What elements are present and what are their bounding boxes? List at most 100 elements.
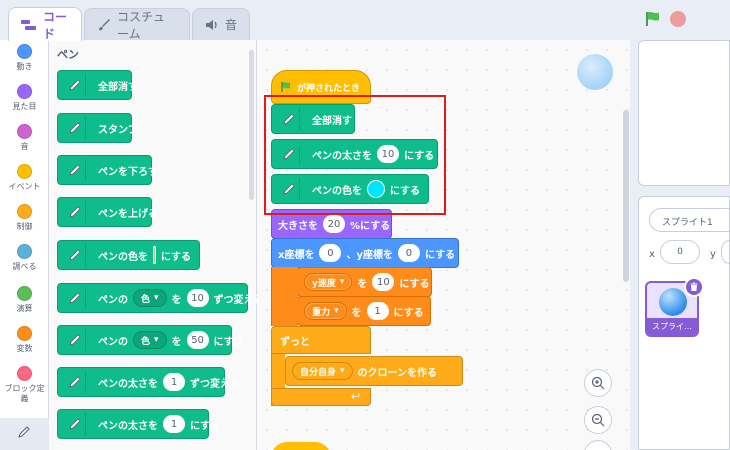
category-looks[interactable]: 見た目 bbox=[0, 84, 49, 112]
next-hat-block[interactable] bbox=[271, 442, 331, 450]
script-block-set-var-yspeed[interactable]: y速度▾ を 10 にする bbox=[297, 267, 432, 297]
category-rail: 動き 見た目 音 イベント 制御 調べる 演算 変数 ブロック定義 bbox=[0, 40, 49, 450]
script-block-set-pen-color[interactable]: ペンの色を にする bbox=[271, 174, 429, 204]
script-block-go-to-xy[interactable]: x座標を 0 、y座標を 0 にする bbox=[271, 238, 459, 268]
script-area-scrollbar[interactable] bbox=[623, 110, 629, 282]
x-input[interactable]: 0 bbox=[319, 244, 342, 262]
category-sensing[interactable]: 調べる bbox=[0, 244, 49, 272]
pen-icon bbox=[278, 143, 300, 165]
category-pen[interactable] bbox=[0, 418, 49, 450]
category-control[interactable]: 制御 bbox=[0, 204, 49, 232]
script-block-when-flag-clicked[interactable]: が押されたとき bbox=[271, 70, 371, 104]
zoom-out-button[interactable] bbox=[584, 406, 612, 434]
green-flag-icon[interactable] bbox=[644, 10, 662, 28]
block-label: ペンを下ろす bbox=[98, 166, 158, 178]
variable-name: y速度 bbox=[312, 278, 336, 289]
stage[interactable] bbox=[638, 40, 730, 186]
block-label-to: を bbox=[171, 336, 182, 348]
param-dropdown-value: 色 bbox=[141, 336, 151, 347]
block-label-suffix: にする bbox=[190, 420, 221, 432]
block-label-to: を bbox=[357, 278, 368, 290]
y-coordinate-input[interactable] bbox=[721, 240, 730, 264]
caret-down-icon: ▾ bbox=[154, 293, 159, 303]
block-label: ペンの bbox=[98, 336, 128, 348]
tab-code[interactable]: コード bbox=[8, 7, 82, 41]
script-block-set-pen-size[interactable]: ペンの太さを 10 にする bbox=[271, 139, 438, 169]
block-label-suffix: にする bbox=[393, 307, 424, 319]
pen-icon bbox=[64, 329, 86, 351]
size-input[interactable]: 20 bbox=[323, 215, 345, 233]
block-label: ペンの太さを bbox=[98, 378, 158, 390]
clone-target-value: 自分自身 bbox=[300, 367, 337, 378]
value-input[interactable]: 1 bbox=[163, 373, 185, 391]
sprite-tile-name: スプライ… bbox=[647, 318, 697, 335]
pen-icon bbox=[64, 287, 86, 309]
palette-block-set-color[interactable]: ペンの色を にする bbox=[57, 240, 200, 270]
category-motion-dot bbox=[17, 44, 32, 59]
category-sound[interactable]: 音 bbox=[0, 124, 49, 152]
sprite-ghost-icon bbox=[577, 54, 613, 90]
category-operators[interactable]: 演算 bbox=[0, 286, 49, 314]
palette-block-set-size[interactable]: ペンの太さを 1 にする bbox=[57, 409, 220, 439]
block-label-suffix: にする bbox=[424, 249, 456, 261]
category-motion[interactable]: 動き bbox=[0, 44, 49, 72]
category-events-label: イベント bbox=[8, 182, 41, 191]
block-label: スタンプ bbox=[98, 124, 138, 136]
block-label-suffix: %にする bbox=[350, 220, 391, 232]
x-coordinate-input[interactable]: 0 bbox=[660, 240, 700, 264]
sprite-thumbnail bbox=[659, 288, 687, 316]
green-flag-icon bbox=[281, 82, 290, 92]
script-block-clear[interactable]: 全部消す bbox=[271, 104, 355, 134]
tab-code-label: コード bbox=[43, 9, 68, 41]
block-label-suffix: のクローンを作る bbox=[357, 367, 438, 379]
tab-costume[interactable]: コスチューム bbox=[84, 8, 190, 41]
param-dropdown-value: 色 bbox=[141, 294, 151, 305]
palette-title: ペン bbox=[57, 48, 79, 61]
zoom-in-button[interactable] bbox=[584, 369, 612, 397]
script-block-create-clone[interactable]: 自分自身▾ のクローンを作る bbox=[285, 356, 463, 386]
palette-block-change-size[interactable]: ペンの太さを 1 ずつ変える bbox=[57, 367, 240, 397]
pen-size-input[interactable]: 10 bbox=[377, 145, 399, 163]
pen-color-swatch[interactable] bbox=[367, 180, 385, 198]
value-input[interactable]: 10 bbox=[186, 289, 209, 307]
block-label: ペンの太さを bbox=[312, 150, 372, 162]
variable-dropdown[interactable]: 重力▾ bbox=[304, 302, 347, 320]
variable-value-input[interactable]: 10 bbox=[372, 273, 395, 291]
palette-block-clear[interactable]: 全部消す bbox=[57, 70, 138, 100]
palette-block-change-param[interactable]: ペンの 色▾ を 10 ずつ変える bbox=[57, 283, 263, 313]
block-label-suffix: にする bbox=[399, 278, 430, 290]
stop-icon[interactable] bbox=[670, 11, 686, 27]
color-swatch[interactable] bbox=[153, 246, 156, 264]
category-my-blocks-dot bbox=[17, 366, 32, 381]
tab-sound[interactable]: 音 bbox=[192, 8, 250, 40]
palette-block-pen-down[interactable]: ペンを下ろす bbox=[57, 155, 158, 185]
delete-sprite-button[interactable] bbox=[684, 277, 704, 297]
variable-dropdown[interactable]: y速度▾ bbox=[304, 273, 353, 291]
pen-icon bbox=[278, 178, 300, 200]
script-block-set-var-gravity[interactable]: 重力▾ を 1 にする bbox=[297, 296, 431, 326]
category-variables[interactable]: 変数 bbox=[0, 326, 49, 354]
sprite-name-input[interactable]: スプライト1 bbox=[649, 208, 730, 232]
caret-down-icon: ▾ bbox=[334, 306, 339, 316]
param-dropdown[interactable]: 色▾ bbox=[133, 331, 167, 349]
stack-arm bbox=[271, 267, 298, 326]
forever-label: ずっと bbox=[271, 326, 371, 354]
variable-name: 重力 bbox=[312, 307, 331, 318]
script-block-forever[interactable]: ずっと ↩ bbox=[271, 326, 371, 406]
value-input[interactable]: 50 bbox=[186, 331, 209, 349]
palette-block-stamp[interactable]: スタンプ bbox=[57, 113, 138, 143]
y-input[interactable]: 0 bbox=[397, 244, 420, 262]
category-events[interactable]: イベント bbox=[0, 164, 49, 192]
category-my-blocks[interactable]: ブロック定義 bbox=[0, 366, 49, 404]
value-input[interactable]: 1 bbox=[163, 415, 185, 433]
category-looks-label: 見た目 bbox=[12, 102, 37, 111]
variable-value-input[interactable]: 1 bbox=[366, 302, 389, 320]
palette-block-pen-up[interactable]: ペンを上げる bbox=[57, 197, 158, 227]
palette-scrollbar[interactable] bbox=[249, 50, 254, 200]
category-looks-dot bbox=[17, 84, 32, 99]
param-dropdown[interactable]: 色▾ bbox=[133, 289, 167, 307]
block-label-suffix: ずつ変える bbox=[190, 378, 240, 390]
block-label-to: を bbox=[351, 307, 362, 319]
clone-target-dropdown[interactable]: 自分自身▾ bbox=[292, 362, 353, 380]
palette-block-set-param[interactable]: ペンの 色▾ を 50 にする bbox=[57, 325, 244, 355]
